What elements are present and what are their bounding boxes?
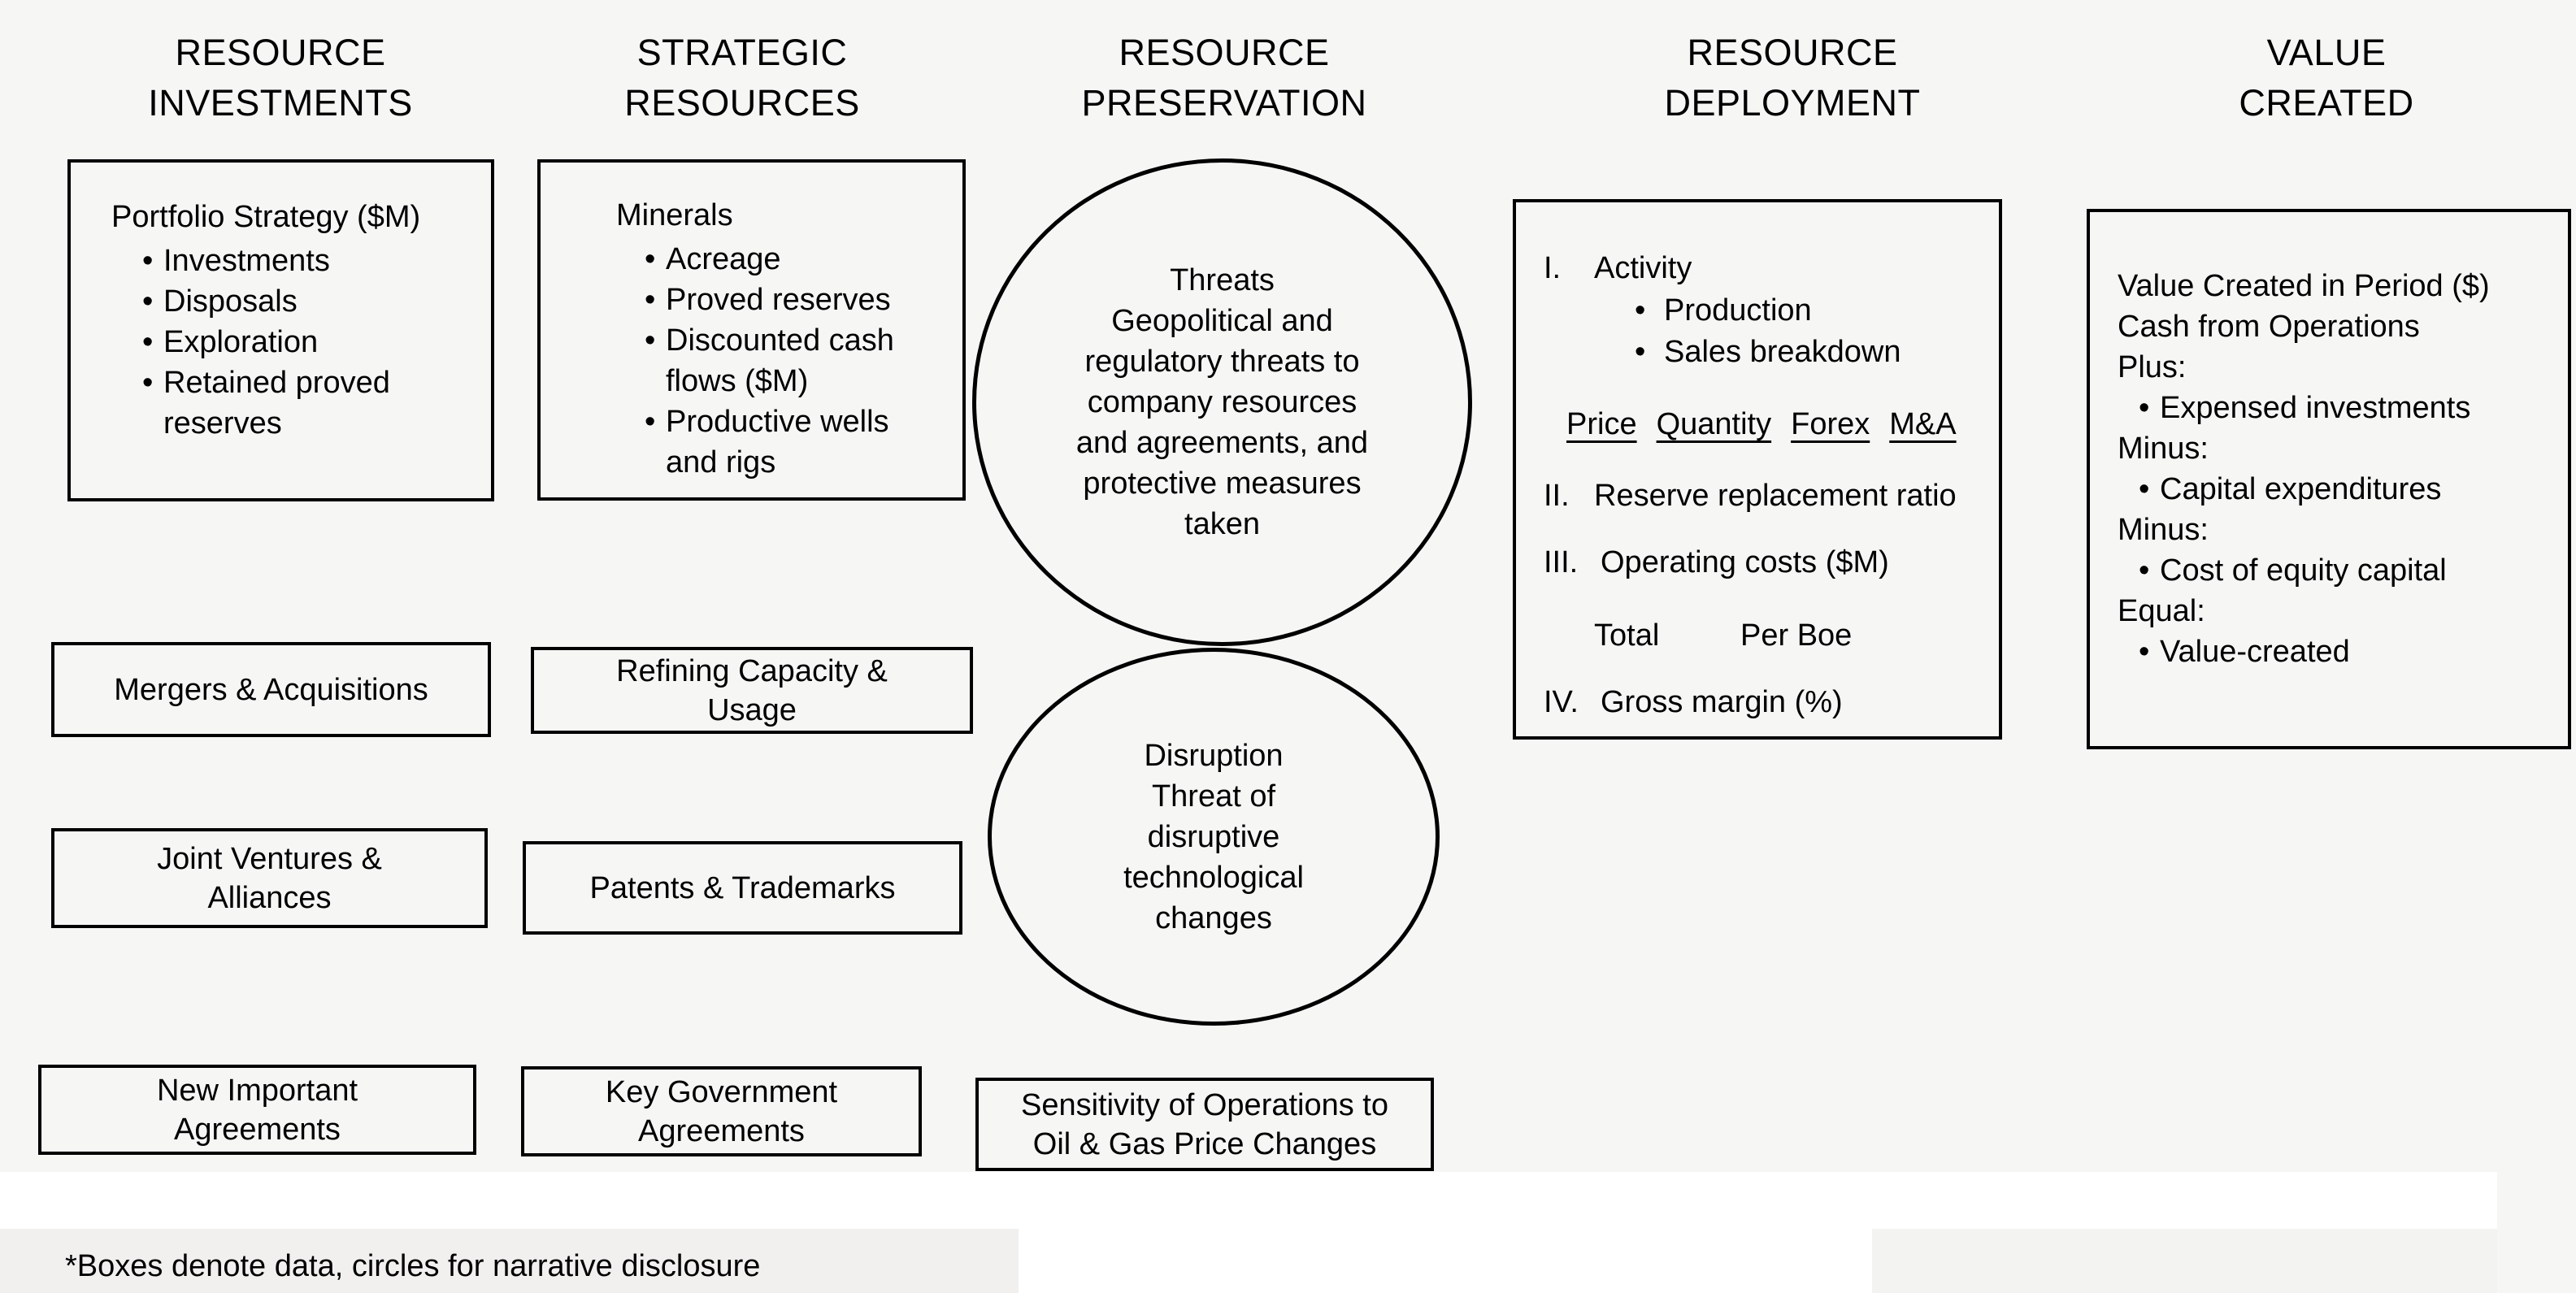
driver-price: Price bbox=[1566, 407, 1637, 441]
value-row-label: Value-created bbox=[2160, 635, 2350, 669]
bullet-icon: • bbox=[645, 242, 656, 276]
list-item-label: Proved reserves bbox=[666, 283, 891, 317]
deployment-item-activity: I. Activity bbox=[1544, 248, 1692, 289]
minerals-list: • Acreage • Proved reserves • Discounted… bbox=[645, 239, 958, 483]
list-item: • Investments bbox=[142, 241, 483, 281]
deployment-item-label: Gross margin (%) bbox=[1601, 685, 1843, 719]
column-header-value-created: VALUE CREATED bbox=[2239, 32, 2414, 124]
key-government-agreements-box: Key Government Agreements bbox=[521, 1066, 922, 1156]
list-item: • Disposals bbox=[142, 281, 483, 322]
deployment-item-operating-costs: III. Operating costs ($M) bbox=[1544, 542, 1889, 583]
bullet-icon: • bbox=[645, 323, 656, 358]
bullet-icon: • bbox=[2139, 391, 2150, 425]
refining-capacity-box: Refining Capacity & Usage bbox=[531, 647, 973, 734]
minerals-title: Minerals bbox=[616, 198, 733, 232]
bullet-icon: • bbox=[142, 366, 154, 400]
roman-numeral: IV. bbox=[1544, 685, 1579, 719]
list-item: • Productive wells and rigs bbox=[645, 401, 958, 483]
costs-column-per-boe: Per Boe bbox=[1740, 618, 1853, 653]
scan-artifact-band bbox=[1019, 1229, 1872, 1293]
list-item: • Sales breakdown bbox=[1635, 332, 1901, 372]
column-header-strategic-resources: STRATEGIC RESOURCES bbox=[624, 32, 860, 124]
list-item-label: Discounted cash flows ($M) bbox=[666, 323, 894, 398]
bullet-icon: • bbox=[645, 283, 656, 317]
disruption-circle: Disruption Threat of disruptive technolo… bbox=[988, 648, 1440, 1026]
value-row-bullet: • Value-created bbox=[2090, 631, 2568, 672]
bullet-icon: • bbox=[2139, 635, 2150, 669]
footnote: *Boxes denote data, circles for narrativ… bbox=[65, 1249, 761, 1283]
value-row: Cash from Operations bbox=[2118, 310, 2420, 344]
driver-ma: M&A bbox=[1889, 407, 1957, 441]
value-row: Equal: bbox=[2118, 594, 2205, 628]
list-item: • Production bbox=[1635, 290, 1812, 331]
roman-numeral: II. bbox=[1544, 479, 1570, 513]
costs-column-total: Total bbox=[1594, 618, 1660, 653]
threats-circle: Threats Geopolitical and regulatory thre… bbox=[972, 158, 1472, 646]
list-item: • Proved reserves bbox=[645, 280, 958, 320]
roman-numeral: I. bbox=[1544, 251, 1562, 285]
value-row: Minus: bbox=[2118, 432, 2209, 466]
bullet-icon: • bbox=[1635, 293, 1646, 328]
deployment-item-label: Activity bbox=[1594, 251, 1692, 285]
operating-costs-columns: Total Per Boe bbox=[1594, 615, 1852, 656]
deployment-item-gross-margin: IV. Gross margin (%) bbox=[1544, 682, 1843, 722]
scan-artifact-band bbox=[1872, 1229, 2497, 1293]
list-item-label: Productive wells and rigs bbox=[666, 405, 889, 479]
joint-ventures-alliances-box: Joint Ventures & Alliances bbox=[51, 828, 488, 928]
column-header-resource-preservation: RESOURCE PRESERVATION bbox=[1081, 32, 1367, 124]
bullet-icon: • bbox=[142, 284, 154, 319]
resource-deployment-box: I. Activity • Production • Sales breakdow… bbox=[1513, 199, 2002, 740]
list-item-label: Disposals bbox=[163, 284, 298, 319]
value-row-label: Cost of equity capital bbox=[2160, 553, 2447, 588]
list-item: • Retained proved reserves bbox=[142, 362, 483, 444]
new-important-agreements-box: New Important Agreements bbox=[38, 1065, 476, 1155]
value-row-bullet: • Cost of equity capital bbox=[2090, 550, 2568, 591]
minerals-box: Minerals • Acreage • Proved reserves • D… bbox=[537, 159, 966, 501]
value-row-bullet: • Capital expenditures bbox=[2090, 469, 2568, 510]
portfolio-strategy-box: Portfolio Strategy ($M) • Investments • … bbox=[67, 159, 494, 501]
patents-trademarks-box: Patents & Trademarks bbox=[523, 841, 962, 935]
value-created-list: Value Created in Period ($) Cash from Op… bbox=[2090, 212, 2568, 672]
list-item: • Discounted cash flows ($M) bbox=[645, 320, 958, 401]
roman-numeral: III. bbox=[1544, 545, 1579, 579]
sensitivity-box: Sensitivity of Operations to Oil & Gas P… bbox=[975, 1078, 1434, 1171]
deployment-item-reserve-replacement: II. Reserve replacement ratio bbox=[1544, 475, 1957, 516]
bullet-icon: • bbox=[142, 325, 154, 359]
deployment-item-label: Operating costs ($M) bbox=[1601, 545, 1889, 579]
driver-forex: Forex bbox=[1791, 407, 1870, 441]
bullet-icon: • bbox=[645, 405, 656, 439]
portfolio-strategy-title: Portfolio Strategy ($M) bbox=[111, 200, 421, 234]
value-row: Minus: bbox=[2118, 513, 2209, 547]
mergers-acquisitions-box: Mergers & Acquisitions bbox=[51, 642, 491, 737]
value-row-label: Capital expenditures bbox=[2160, 472, 2442, 506]
list-item-label: Acreage bbox=[666, 242, 781, 276]
list-item: • Acreage bbox=[645, 239, 958, 280]
bullet-icon: • bbox=[2139, 553, 2150, 588]
value-drivers-row: Price Quantity Forex M&A bbox=[1566, 404, 1976, 445]
bullet-icon: • bbox=[142, 244, 154, 278]
list-item-label: Production bbox=[1664, 293, 1812, 328]
deployment-item-label: Reserve replacement ratio bbox=[1594, 479, 1957, 513]
value-created-box: Value Created in Period ($) Cash from Op… bbox=[2087, 209, 2571, 749]
portfolio-strategy-list: • Investments • Disposals • Exploration … bbox=[142, 241, 483, 444]
value-row: Value Created in Period ($) bbox=[2118, 269, 2490, 303]
bullet-icon: • bbox=[2139, 472, 2150, 506]
list-item-label: Investments bbox=[163, 244, 330, 278]
column-header-resource-investments: RESOURCE INVESTMENTS bbox=[148, 32, 413, 124]
driver-quantity: Quantity bbox=[1656, 407, 1772, 441]
value-row: Plus: bbox=[2118, 350, 2187, 384]
value-row-label: Expensed investments bbox=[2160, 391, 2471, 425]
scan-artifact-band bbox=[0, 1229, 1019, 1293]
list-item-label: Retained proved reserves bbox=[163, 366, 390, 440]
scan-artifact-band bbox=[0, 1172, 2497, 1229]
list-item-label: Exploration bbox=[163, 325, 319, 359]
column-header-resource-deployment: RESOURCE DEPLOYMENT bbox=[1664, 32, 1921, 124]
value-row-bullet: • Expensed investments bbox=[2090, 388, 2568, 428]
list-item: • Exploration bbox=[142, 322, 483, 362]
list-item-label: Sales breakdown bbox=[1664, 335, 1901, 369]
bullet-icon: • bbox=[1635, 335, 1646, 369]
